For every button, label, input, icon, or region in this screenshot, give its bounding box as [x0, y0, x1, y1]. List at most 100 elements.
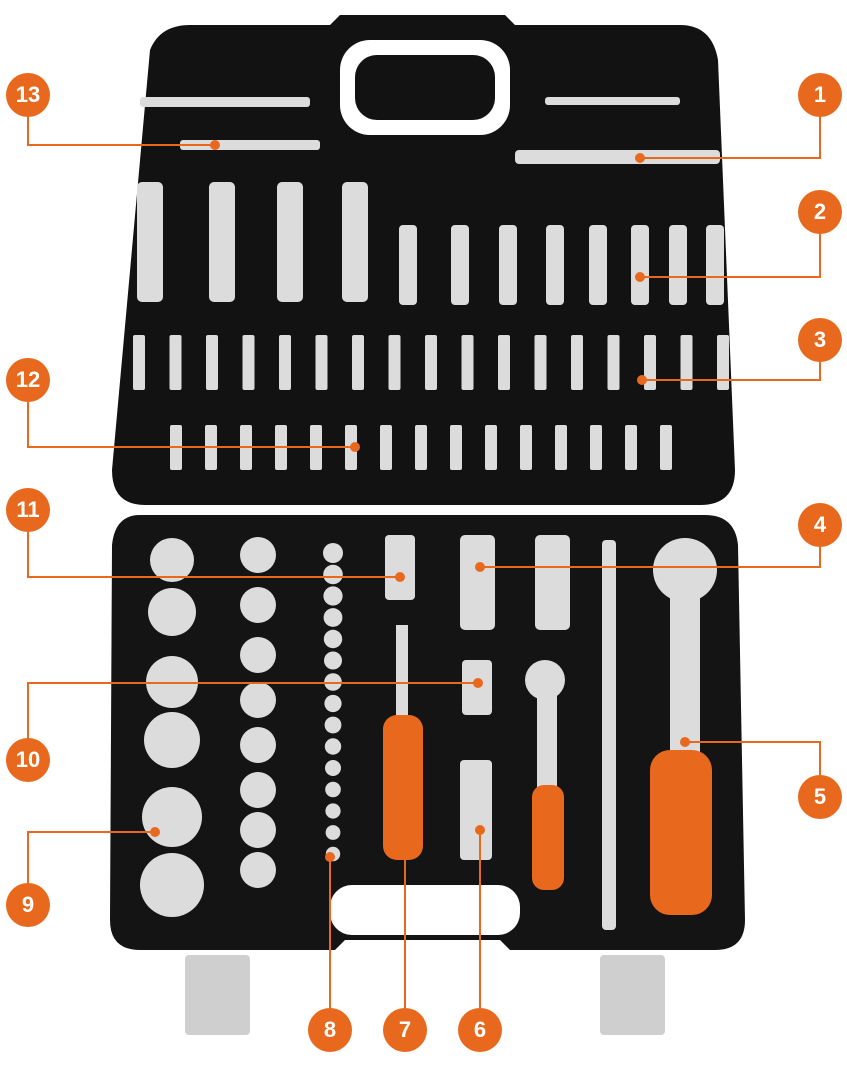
- callout-badge-10: 10: [6, 738, 50, 782]
- deep-socket: [546, 225, 564, 305]
- bit-holder: [534, 335, 547, 390]
- socket-small: [324, 694, 342, 713]
- socket-medium: [240, 852, 276, 888]
- socket-medium: [240, 812, 276, 848]
- socket-small: [324, 651, 342, 670]
- bit-holder: [425, 335, 437, 390]
- socket-large: [142, 787, 202, 847]
- callout-badge-8: 8: [308, 1008, 352, 1052]
- bit-holder: [644, 335, 656, 390]
- deep-socket: [706, 225, 724, 305]
- spark-plug-socket: [535, 535, 570, 630]
- bit-holder: [680, 335, 693, 390]
- adapter: [385, 535, 415, 600]
- callout-anchor-dot: [475, 562, 485, 572]
- bit: [660, 425, 672, 470]
- callout-badge-4: 4: [798, 503, 842, 547]
- bit-holder: [461, 335, 474, 390]
- universal-joint: [460, 760, 492, 860]
- callout-anchor-dot: [350, 442, 360, 452]
- ratchet-head-large: [653, 538, 717, 602]
- bit-holder: [206, 335, 218, 390]
- bit-holder: [498, 335, 510, 390]
- callout-anchor-dot: [473, 678, 483, 688]
- handle-bottom: [330, 885, 520, 935]
- callout-anchor-dot: [395, 572, 405, 582]
- socket-large: [148, 588, 196, 636]
- ratchet-shaft-large: [670, 590, 700, 755]
- bit: [415, 425, 427, 470]
- callout-badge-5: 5: [798, 775, 842, 819]
- socket-small: [323, 564, 343, 585]
- bit-holder: [169, 335, 182, 390]
- callout-leader-line-11: [27, 532, 400, 578]
- latch-right: [600, 955, 665, 1035]
- socket-small: [324, 738, 342, 755]
- bit-holder: [607, 335, 620, 390]
- callout-anchor-dot: [210, 140, 220, 150]
- bit-holder: [315, 335, 328, 390]
- bit: [450, 425, 462, 470]
- callout-anchor-dot: [475, 825, 485, 835]
- ratchet-handle-large: [650, 750, 712, 915]
- deep-socket: [137, 182, 163, 302]
- bit: [625, 425, 637, 470]
- extension-bar-short: [545, 97, 680, 105]
- callout-badge-13: 13: [6, 73, 50, 117]
- callout-anchor-dot: [325, 852, 335, 862]
- deep-socket: [399, 225, 417, 305]
- deep-socket: [451, 225, 469, 305]
- socket-medium: [240, 537, 276, 573]
- ratchet-handle-small: [532, 785, 564, 890]
- screwdriver-shaft: [396, 625, 408, 725]
- callout-leader-line-4: [480, 547, 821, 568]
- callout-badge-2: 2: [798, 190, 842, 234]
- callout-anchor-dot: [150, 827, 160, 837]
- callout-badge-6: 6: [458, 1008, 502, 1052]
- callout-anchor-dot: [637, 375, 647, 385]
- bit: [520, 425, 532, 470]
- adapter: [140, 97, 310, 107]
- spark-plug-socket: [460, 535, 495, 630]
- socket-small: [323, 608, 343, 627]
- callout-leader-line-10: [27, 682, 478, 738]
- deep-socket: [342, 182, 368, 302]
- socket-small: [325, 825, 341, 840]
- socket-large: [150, 538, 194, 582]
- callout-leader-line-5: [685, 741, 821, 775]
- socket-small: [323, 543, 343, 563]
- deep-socket: [669, 225, 687, 305]
- socket-small: [323, 586, 343, 606]
- socket-medium: [240, 772, 276, 808]
- bit: [555, 425, 567, 470]
- ratchet-shaft-small: [537, 690, 557, 790]
- socket-small: [323, 629, 343, 649]
- socket-small: [325, 760, 341, 776]
- case-base: [110, 515, 745, 950]
- deep-socket: [589, 225, 607, 305]
- bit: [590, 425, 602, 470]
- socket-medium: [240, 682, 276, 718]
- bit-holder: [279, 335, 291, 390]
- socket-small: [325, 781, 341, 798]
- socket-small: [325, 803, 341, 819]
- callout-badge-7: 7: [383, 1008, 427, 1052]
- deep-socket: [499, 225, 517, 305]
- callout-badge-12: 12: [6, 358, 50, 402]
- socket-medium: [240, 587, 276, 623]
- callout-anchor-dot: [400, 843, 410, 853]
- callout-badge-3: 3: [798, 318, 842, 362]
- socket-medium: [240, 637, 276, 673]
- bit: [485, 425, 497, 470]
- bit: [380, 425, 392, 470]
- bit-holder: [717, 335, 729, 390]
- bit-holder: [388, 335, 401, 390]
- deep-socket: [631, 225, 649, 305]
- deep-socket: [277, 182, 303, 302]
- callout-badge-11: 11: [6, 488, 50, 532]
- callout-leader-line-3: [642, 362, 821, 381]
- callout-badge-9: 9: [6, 883, 50, 927]
- bit-holder: [352, 335, 364, 390]
- callout-anchor-dot: [635, 272, 645, 282]
